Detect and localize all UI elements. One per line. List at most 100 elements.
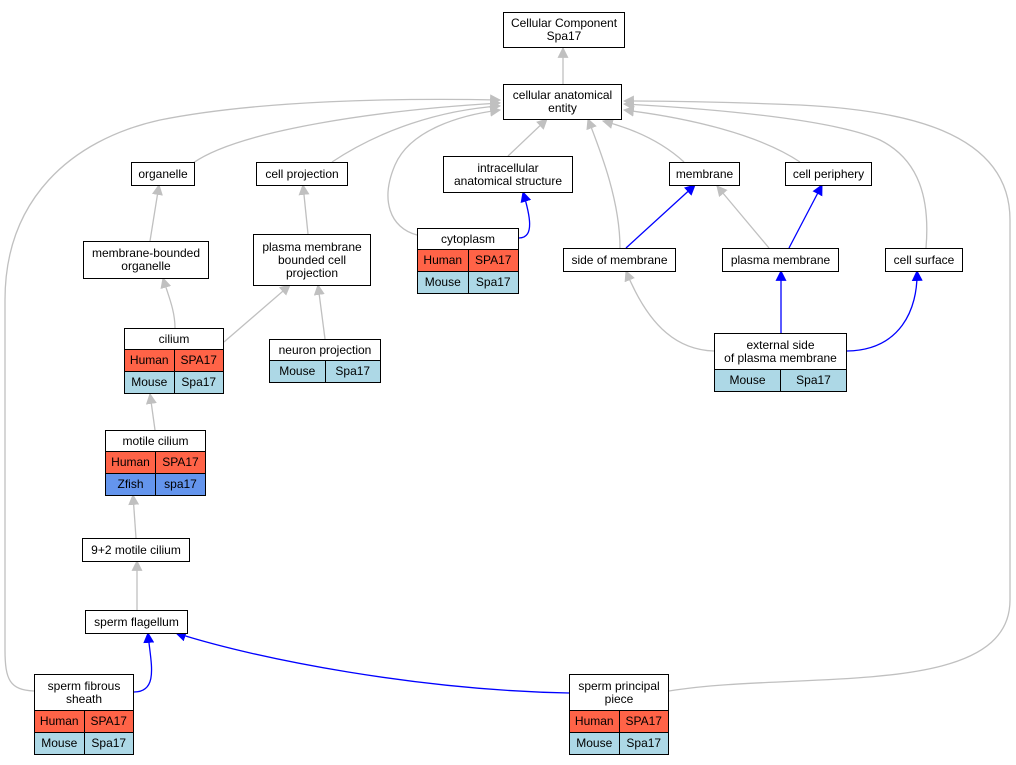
edge-principal-to-cae — [622, 95, 1011, 692]
node-cellproj: cell projection — [256, 162, 348, 186]
edge-fibrous-to-flagellum — [133, 631, 155, 693]
edge-motile-to-cilium — [145, 392, 157, 431]
gene-symbol: Spa17 — [83, 733, 134, 754]
edge-cellper-to-cae — [622, 105, 801, 163]
node-label: 9+2 motile cilium — [91, 542, 181, 557]
edge-ias-to-cae — [507, 118, 548, 157]
edge-som-to-cae — [586, 117, 621, 249]
species-name: Human — [111, 455, 150, 469]
node-label: cilium — [158, 331, 190, 346]
node-label: Cellular Component Spa17 — [510, 16, 618, 43]
node-label: external side of plasma membrane — [724, 337, 837, 365]
species-row: Mouse Spa17 — [715, 369, 846, 391]
edge-nine2-to-motile — [128, 493, 140, 539]
node-cae: cellular anatomical entity — [503, 84, 622, 120]
edge-espm-to-cellsurf — [846, 269, 923, 352]
species-row: Human SPA17 — [106, 451, 205, 473]
edge-som-to-membrane — [625, 184, 696, 249]
edge-espm-to-som — [624, 269, 715, 352]
node-label: intracellular anatomical structure — [453, 160, 563, 188]
gene-symbol: Spa17 — [467, 272, 519, 293]
node-label: membrane — [675, 166, 734, 181]
edge-organelle-to-cae — [192, 98, 502, 164]
species-name: Mouse — [279, 364, 316, 378]
node-label: plasma membrane — [730, 252, 831, 267]
node-organelle: organelle — [131, 162, 195, 186]
species-name: Mouse — [729, 373, 766, 387]
node-label: organelle — [138, 166, 188, 181]
edge-cellsurf-to-cae — [622, 99, 928, 249]
gene-symbol: SPA17 — [83, 711, 134, 732]
edge-principal-to-flagellum — [174, 630, 570, 694]
node-label: cell projection — [265, 166, 339, 181]
edge-cellproj-to-cae — [331, 101, 502, 163]
gene-symbol: SPA17 — [155, 452, 205, 473]
species-name: Human — [423, 253, 463, 267]
node-flagellum: sperm flagellum — [85, 610, 188, 634]
edge-mbo-to-organelle — [149, 183, 163, 242]
species-row: Human SPA17 — [125, 349, 223, 371]
species-name: Mouse — [41, 736, 78, 750]
node-label: cytoplasm — [440, 231, 496, 246]
node-pmbcp: plasma membrane bounded cell projection — [253, 234, 371, 286]
edge-cytoplasm-to-cae — [387, 105, 502, 236]
node-cellper: cell periphery — [785, 162, 872, 186]
node-label: sperm principal piece — [578, 678, 660, 706]
node-nine2: 9+2 motile cilium — [82, 538, 190, 562]
species-row: Mouse Spa17 — [35, 732, 133, 754]
species-name: Mouse — [424, 275, 461, 289]
gene-symbol: Spa17 — [173, 372, 224, 393]
edge-cilium-to-pmbcp — [223, 284, 291, 343]
species-row: Mouse Spa17 — [570, 732, 668, 754]
node-label: cellular anatomical entity — [512, 88, 613, 115]
edge-cytoplasm-to-ias — [518, 190, 532, 239]
species-name: Mouse — [131, 375, 168, 389]
gene-symbol: SPA17 — [173, 350, 224, 371]
gene-symbol: SPA17 — [618, 711, 669, 732]
node-label: cell periphery — [792, 166, 865, 181]
species-name: Zfish — [117, 477, 144, 491]
edge-neuronproj-to-pmbcp — [313, 283, 326, 340]
node-label: membrane-bounded organelle — [91, 246, 201, 273]
node-mbo: membrane-bounded organelle — [83, 241, 209, 279]
species-row: Mouse Spa17 — [270, 360, 380, 382]
gene-symbol: Spa17 — [324, 361, 381, 382]
species-row: Human SPA17 — [35, 710, 133, 732]
node-som: side of membrane — [563, 248, 676, 272]
edge-membrane-to-cae — [601, 118, 685, 163]
gene-symbol: SPA17 — [467, 250, 519, 271]
node-root: Cellular Component Spa17 — [503, 12, 625, 48]
edge-fibrous-to-cae — [4, 94, 502, 692]
node-label: plasma membrane bounded cell projection — [262, 239, 362, 280]
node-label: motile cilium — [122, 433, 189, 448]
node-label: cell surface — [893, 252, 955, 267]
node-label: side of membrane — [571, 252, 668, 267]
node-label: sperm fibrous sheath — [47, 678, 121, 706]
species-row: Human SPA17 — [418, 249, 518, 271]
node-ias: intracellular anatomical structure — [443, 156, 573, 193]
species-row: Mouse Spa17 — [125, 371, 223, 393]
species-name: Mouse — [576, 736, 613, 750]
node-pm: plasma membrane — [722, 248, 839, 272]
gene-symbol: spa17 — [155, 474, 205, 495]
edge-pm-to-membrane — [716, 185, 770, 249]
species-name: Human — [39, 714, 79, 728]
gene-symbol: Spa17 — [780, 370, 846, 391]
species-name: Human — [129, 353, 169, 367]
edge-pmbcp-to-cellproj — [298, 183, 310, 235]
node-label: sperm flagellum — [94, 614, 179, 629]
species-row: Zfish spa17 — [106, 473, 205, 495]
edge-pm-to-cellper — [788, 184, 823, 249]
node-label: neuron projection — [278, 342, 372, 357]
node-membrane: membrane — [669, 162, 740, 186]
edge-cilium-to-mbo — [160, 276, 176, 329]
node-cellsurf: cell surface — [885, 248, 963, 272]
gene-symbol: Spa17 — [618, 733, 669, 754]
species-name: Human — [574, 714, 614, 728]
